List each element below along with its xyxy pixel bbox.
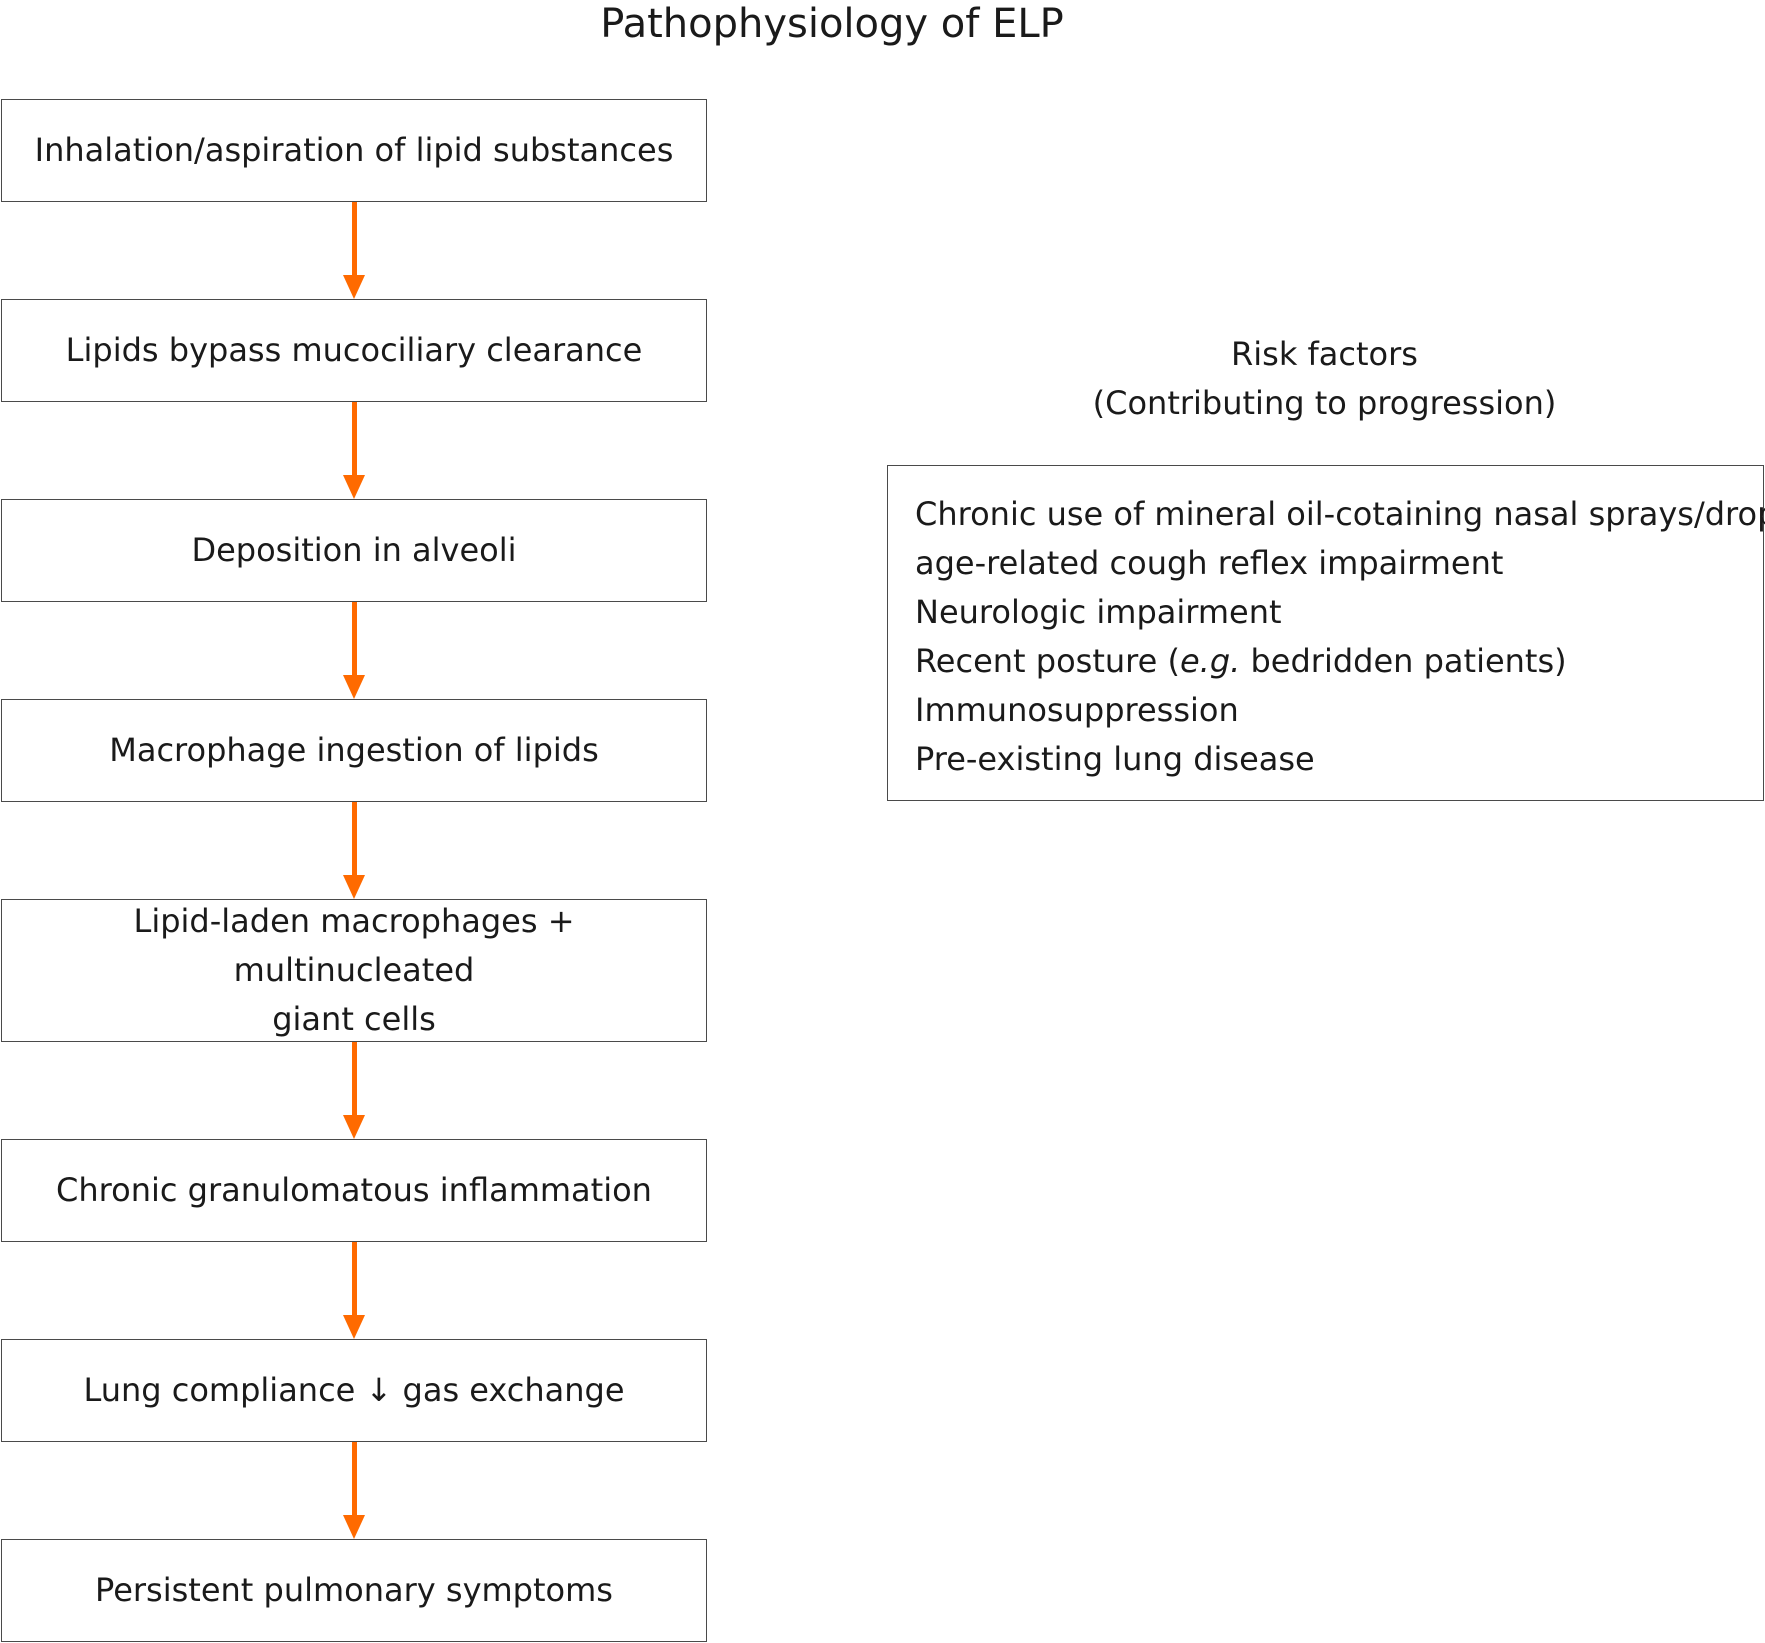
flow-step-label: Chronic granulomatous inflammation bbox=[56, 1171, 652, 1209]
risk-factor-italic-text: e.g. bbox=[1179, 642, 1241, 680]
flow-step-label-line2: giant cells bbox=[272, 1000, 436, 1038]
flow-step-persistent-symptoms: Persistent pulmonary symptoms bbox=[1, 1539, 707, 1642]
flow-step-label: Persistent pulmonary symptoms bbox=[95, 1571, 613, 1609]
risk-factor-item: Recent posture (e.g. bedridden patients) bbox=[915, 637, 1763, 686]
risk-factor-item: age-related cough reflex impairment bbox=[915, 544, 1504, 582]
risk-factor-item: Neurologic impairment bbox=[915, 593, 1282, 631]
flow-step-label: Lung compliance ↓ gas exchange bbox=[83, 1371, 625, 1409]
risk-factor-text: Recent posture ( bbox=[915, 642, 1180, 680]
flow-step-label: Inhalation/aspiration of lipid substance… bbox=[34, 131, 674, 169]
flow-step-inhalation: Inhalation/aspiration of lipid substance… bbox=[1, 99, 707, 202]
diagram-title: Pathophysiology of ELP bbox=[600, 1, 1064, 47]
flow-arrow bbox=[343, 1442, 365, 1539]
risk-factor-item: Immunosuppression bbox=[915, 691, 1239, 729]
flow-arrow bbox=[343, 202, 365, 299]
risk-factor-item: Pre-existing lung disease bbox=[915, 740, 1315, 778]
risk-factors-heading: Risk factors (Contributing to progressio… bbox=[887, 330, 1762, 428]
flow-arrow bbox=[343, 802, 365, 899]
risk-factor-text: bedridden patients) bbox=[1240, 642, 1567, 680]
risk-factor-item: Chronic use of mineral oil-cotaining nas… bbox=[915, 495, 1765, 533]
flow-arrow bbox=[343, 402, 365, 499]
flow-step-lung-compliance: Lung compliance ↓ gas exchange bbox=[1, 1339, 707, 1442]
risk-factors-heading-line2: (Contributing to progression) bbox=[1092, 384, 1557, 422]
risk-factors-box: Chronic use of mineral oil-cotaining nas… bbox=[887, 465, 1765, 801]
flow-arrow bbox=[343, 1042, 365, 1139]
flow-arrow bbox=[343, 1242, 365, 1339]
risk-factors-heading-line1: Risk factors bbox=[1231, 335, 1418, 373]
flow-arrow bbox=[343, 602, 365, 699]
flow-step-label-line1: Lipid-laden macrophages + multinucleated bbox=[133, 902, 575, 989]
flow-step-label: Lipids bypass mucociliary clearance bbox=[65, 331, 643, 369]
flow-step-deposition: Deposition in alveoli bbox=[1, 499, 707, 602]
flow-step-bypass-clearance: Lipids bypass mucociliary clearance bbox=[1, 299, 707, 402]
flow-step-label: Macrophage ingestion of lipids bbox=[109, 731, 599, 769]
flow-step-lipid-laden-macrophages: Lipid-laden macrophages + multinucleated… bbox=[1, 899, 707, 1042]
flow-step-granulomatous-inflammation: Chronic granulomatous inflammation bbox=[1, 1139, 707, 1242]
flow-step-label: Deposition in alveoli bbox=[191, 531, 517, 569]
flow-step-macrophage-ingestion: Macrophage ingestion of lipids bbox=[1, 699, 707, 802]
